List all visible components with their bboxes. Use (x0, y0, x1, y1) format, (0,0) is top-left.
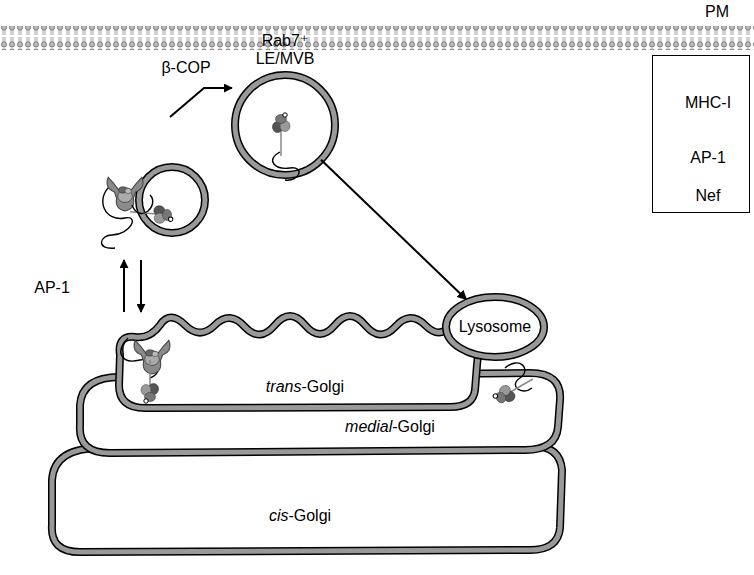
outline (40, 440, 570, 560)
pathway-label: AP-1 (34, 279, 70, 297)
transport-vesicle-membrane (139, 167, 205, 233)
beta-cop-arrow (170, 88, 232, 117)
membrane-label: PM (705, 3, 729, 21)
pathway-arrow (321, 160, 466, 300)
legend-box (652, 55, 750, 213)
node-label: Lysosome (459, 318, 531, 336)
endosome-node: Rab7⁺ LE/MVB (228, 28, 342, 180)
pathway-label: β-COP (161, 59, 210, 77)
node-label: medial-Golgi (345, 418, 435, 436)
cis-golgi-node: cis-Golgi (40, 440, 570, 560)
node-label: trans-Golgi (266, 378, 344, 396)
node-label: cis-Golgi (269, 507, 331, 525)
node-label: Rab7⁺ LE/MVB (249, 32, 321, 69)
medial-golgi-complex (491, 363, 537, 408)
ap1-up-arrow (123, 260, 125, 312)
plasma-membrane (0, 26, 754, 50)
legend-text: Nef (696, 187, 721, 205)
trans-golgi-complex (121, 338, 170, 403)
legend-text: AP-1 (690, 149, 726, 167)
mvb-complex (273, 113, 300, 180)
lysosome-node: Lysosome (443, 294, 547, 360)
ap1-down-arrow (140, 260, 142, 312)
legend-text: MHC-I (685, 94, 731, 112)
vesicle-complex (101, 177, 173, 248)
transport-vesicle (139, 167, 205, 233)
